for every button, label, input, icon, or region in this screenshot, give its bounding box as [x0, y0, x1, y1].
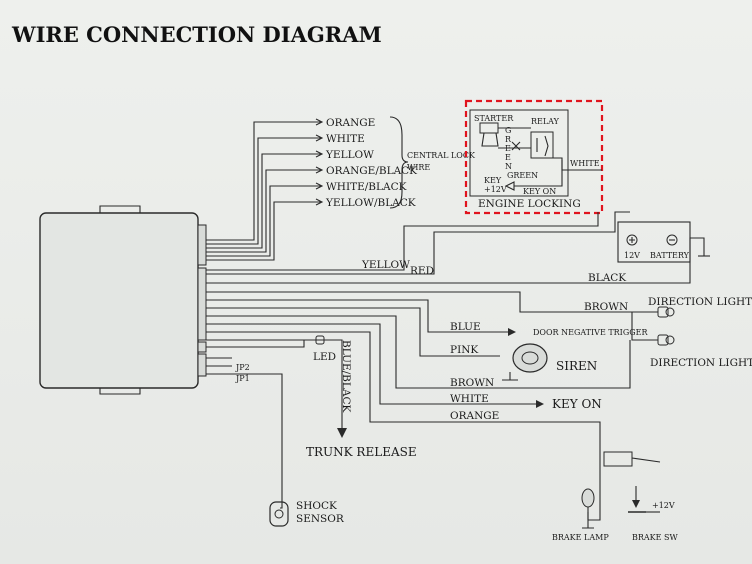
relay-white-label: WHITE	[570, 159, 600, 168]
white-wire-label: WHITE	[450, 393, 489, 405]
wire-label-white: WHITE	[326, 133, 365, 145]
relay-label: RELAY	[531, 117, 560, 126]
trunk-release: BLUE/BLACK TRUNK RELEASE	[206, 339, 417, 459]
starter-icon	[479, 122, 499, 134]
pink-wire-label: PINK	[450, 344, 478, 356]
central-lock-bundle: ORANGE WHITE YELLOW ORANGE/BLACK WHITE/B…	[206, 116, 476, 261]
jumper: JP2 JP1	[206, 357, 283, 509]
trunk-release-label: TRUNK RELEASE	[306, 445, 417, 459]
direction-light-label-1: DIRECTION LIGHT	[648, 296, 752, 308]
engine-locking-box: STARTER RELAY G R E E N GREEN WHITE KEY …	[464, 99, 604, 215]
svg-text:R: R	[505, 135, 512, 144]
brake-lamp-label: BRAKE LAMP	[552, 533, 609, 542]
svg-text:E: E	[505, 153, 511, 162]
door-trigger-label: DOOR NEGATIVE TRIGGER	[533, 328, 648, 337]
wire-label-orange-black: ORANGE/BLACK	[326, 165, 417, 177]
black-wire-label: BLACK	[588, 272, 626, 284]
brake-lamp-icon	[581, 488, 595, 508]
brake-pedal-icon	[603, 451, 633, 467]
direction-light-label-2: DIRECTION LIGHT	[650, 357, 752, 369]
jp1-label: JP1	[235, 374, 250, 383]
battery-voltage: 12V	[624, 251, 640, 260]
battery: 12V BATTERY	[617, 221, 691, 263]
red-wire-label: RED	[410, 265, 434, 277]
sensor-label: SENSOR	[296, 513, 345, 525]
jp2-label: JP2	[235, 363, 250, 372]
battery-label: BATTERY	[650, 251, 690, 260]
engine-locking-highlight	[464, 99, 604, 215]
key-on-arrow-icon	[536, 400, 544, 408]
key-voltage-label: +12V	[484, 185, 507, 194]
brown-wire-label: BROWN	[450, 377, 494, 389]
key-on-label: KEY ON	[523, 187, 556, 196]
blue-black-wire-label: BLUE/BLACK	[340, 340, 352, 412]
orange-wire-label: ORANGE	[450, 410, 499, 422]
key-label: KEY	[484, 176, 502, 185]
blue-wire-label: BLUE	[450, 321, 481, 333]
wire-label-white-black: WHITE/BLACK	[326, 181, 407, 193]
relay-icon	[530, 131, 554, 159]
led-label: LED	[313, 351, 336, 363]
siren-icon	[512, 343, 548, 373]
wire-label-orange: ORANGE	[326, 117, 375, 129]
trunk-arrow-icon	[337, 428, 347, 438]
direction-light-icon-2	[665, 335, 675, 345]
starter-label: STARTER	[474, 114, 514, 123]
key-on-label: KEY ON	[552, 397, 602, 411]
direction-lights: BROWN DIRECTION LIGHT DIRECTION LIGHT BL…	[206, 291, 752, 389]
yellow-wire-label: YELLOW	[361, 259, 410, 271]
central-lock-label: CENTRAL LOCK	[407, 151, 476, 160]
brown-wire-label-top: BROWN	[584, 301, 628, 313]
green-label: GREEN	[507, 171, 538, 180]
diagram-title: WIRE CONNECTION DIAGRAM	[11, 22, 382, 47]
engine-locking-title: ENGINE LOCKING	[478, 198, 581, 210]
central-lock-brace	[389, 116, 409, 209]
direction-light-icon	[665, 307, 675, 317]
wire-label-yellow-black: YELLOW/BLACK	[325, 197, 416, 209]
brake-circuit: BRAKE LAMP +12V BRAKE SW	[552, 451, 679, 542]
central-lock-label-2: WIRE	[407, 163, 430, 172]
siren: SIREN	[502, 343, 597, 381]
siren-label: SIREN	[556, 359, 597, 373]
svg-text:G: G	[505, 126, 511, 135]
key-on-wiring: WHITE KEY ON ORANGE	[206, 323, 602, 521]
shock-label: SHOCK	[296, 500, 337, 512]
arrow-icon	[508, 328, 516, 336]
brake-voltage-label: +12V	[652, 501, 675, 510]
svg-text:N: N	[505, 162, 512, 171]
shock-sensor-icon	[269, 501, 289, 527]
brake-sw-label: BRAKE SW	[632, 533, 679, 542]
shock-sensor: SHOCK SENSOR	[269, 500, 345, 527]
power-wires: YELLOW RED BLACK	[206, 211, 710, 284]
wire-label-yellow: YELLOW	[325, 149, 374, 161]
control-module	[39, 205, 207, 395]
